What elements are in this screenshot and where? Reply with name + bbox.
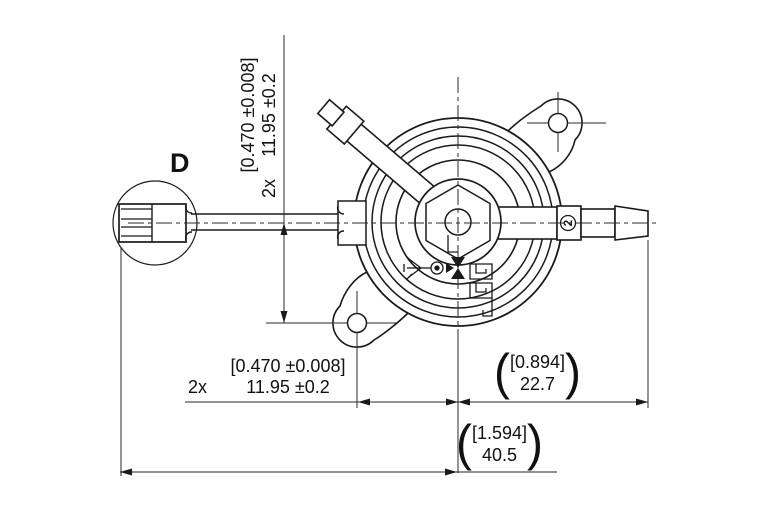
dimension-lines <box>120 35 649 476</box>
dimension-arrows <box>120 223 648 476</box>
dim-mm-value: 11.95 ±0.2 <box>246 377 330 397</box>
dim-inch-value: [0.470 ±0.008] <box>238 57 258 173</box>
dim-mm-value: 40.5 <box>481 445 518 465</box>
mounting-holes <box>266 92 606 408</box>
centerlines <box>128 77 660 473</box>
valve-symbol-icon <box>403 255 465 281</box>
dim-inch-value: [0.470 ±0.008] <box>230 356 346 376</box>
dimension-overall-length: ( [1.594] 40.5 ) <box>456 415 544 472</box>
dim-mm-value: 11.95 ±0.2 <box>259 73 279 157</box>
paren-close: ) <box>565 344 582 401</box>
dim-mm-value: 22.7 <box>519 374 556 394</box>
detail-view-label: D <box>170 148 190 178</box>
diagonal-port-tube <box>316 98 450 217</box>
mounting-hole-bottom-left <box>346 312 368 334</box>
dim-qty-label: 2x <box>188 377 208 397</box>
paren-open: ( <box>456 415 472 472</box>
dim-qty-label: 2x <box>259 178 279 198</box>
mounting-hole-top-right <box>547 112 569 134</box>
dimension-vertical-hole-spacing: [0.470 ±0.008] 11.95 ±0.2 2x <box>238 30 280 200</box>
lee-logo-icon <box>469 263 493 317</box>
electrical-connector <box>118 203 193 243</box>
dimension-horizontal-hole-spacing: [0.470 ±0.008] 11.95 ±0.2 2x <box>188 356 374 398</box>
inlet-tube <box>191 213 338 231</box>
dim-inch-value: [1.594] <box>471 423 528 443</box>
hub-slot-detail <box>447 235 458 253</box>
dimension-center-to-barb-tip: ( [0.894] 22.7 ) <box>494 344 582 401</box>
paren-open: ( <box>494 344 510 401</box>
dim-inch-value: [0.894] <box>509 352 566 372</box>
paren-close: ) <box>527 415 544 472</box>
